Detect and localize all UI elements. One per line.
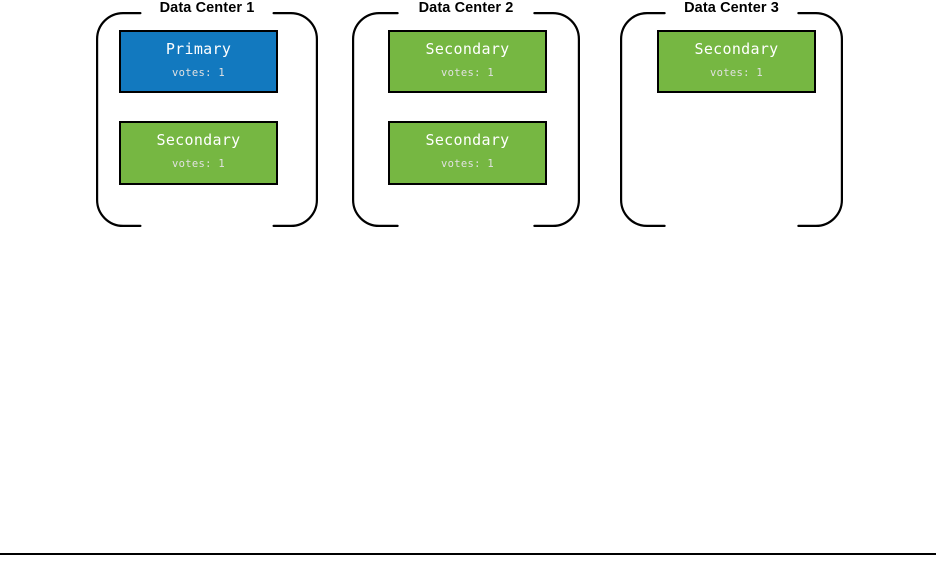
- data-center-bracket: [96, 12, 318, 227]
- node-box-primary[interactable]: Primary votes: 1: [119, 30, 278, 93]
- node-votes-label: votes: 1: [441, 158, 494, 170]
- bracket-left-path: [352, 12, 399, 227]
- bottom-divider: [0, 553, 936, 555]
- data-center-group-3: Data Center 3: [620, 0, 843, 227]
- bracket-right-path: [533, 12, 580, 227]
- data-center-group-1: Data Center 1: [96, 0, 318, 227]
- bracket-right-path: [797, 12, 843, 227]
- data-center-bracket: [620, 12, 843, 227]
- node-role-label: Secondary: [425, 40, 510, 58]
- data-center-bracket: [352, 12, 580, 227]
- node-role-label: Secondary: [694, 40, 779, 58]
- node-votes-label: votes: 1: [441, 67, 494, 79]
- node-role-label: Secondary: [425, 131, 510, 149]
- node-box-secondary[interactable]: Secondary votes: 1: [388, 30, 547, 93]
- node-role-label: Primary: [165, 40, 232, 58]
- data-center-title: Data Center 2: [418, 0, 514, 16]
- data-center-title: Data Center 1: [159, 0, 255, 16]
- node-box-secondary[interactable]: Secondary votes: 1: [119, 121, 278, 185]
- node-votes-label: votes: 1: [172, 158, 225, 170]
- bracket-left-path: [96, 12, 142, 227]
- node-role-label: Secondary: [156, 131, 241, 149]
- node-box-secondary[interactable]: Secondary votes: 1: [388, 121, 547, 185]
- data-center-title: Data Center 3: [684, 0, 779, 16]
- data-center-group-2: Data Center 2: [352, 0, 580, 227]
- node-box-secondary[interactable]: Secondary votes: 1: [657, 30, 816, 93]
- node-votes-label: votes: 1: [710, 67, 763, 79]
- node-votes-label: votes: 1: [172, 67, 225, 79]
- bracket-left-path: [620, 12, 666, 227]
- bracket-right-path: [272, 12, 318, 227]
